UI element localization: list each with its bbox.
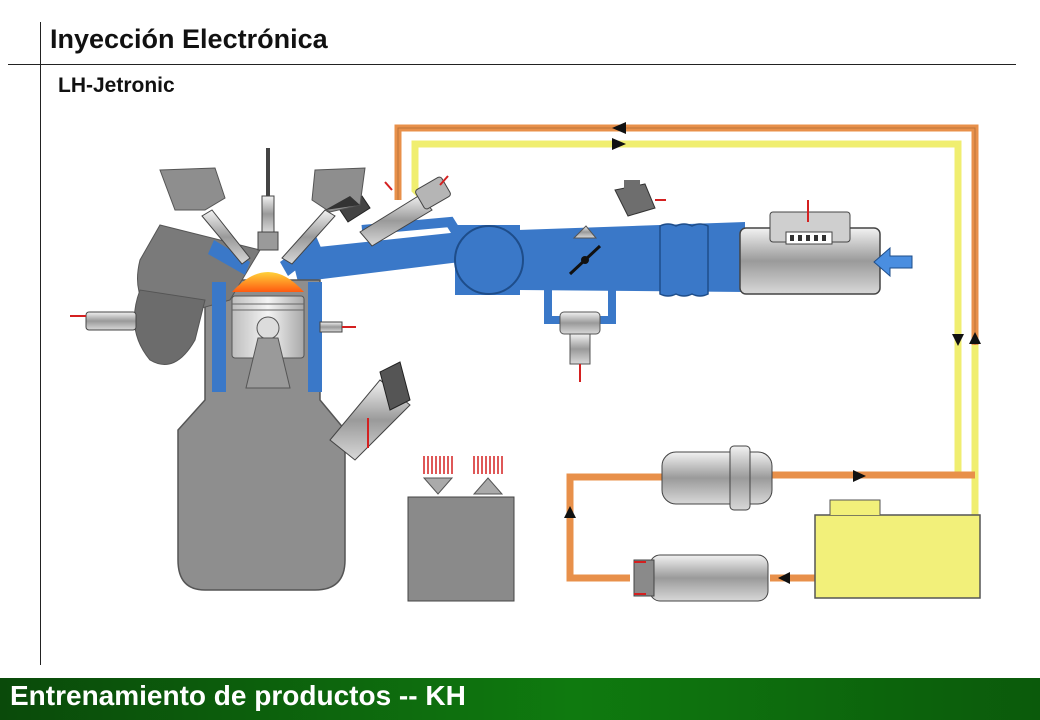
auxiliary-air-valve [559,311,601,382]
oxygen-sensor [70,311,137,331]
combustion-chamber [232,272,304,292]
flow-arrow-icon [952,334,964,346]
fuel-return-line [394,124,979,345]
exhaust-valve [201,209,251,265]
pressure-regulator [614,180,666,217]
flow-arrow-icon [612,122,626,134]
vertical-divider [40,22,41,665]
footer-bar: Entrenamiento de productos -- KH [0,678,1040,720]
throttle-valve [568,225,602,276]
header-divider [8,64,1016,65]
spark-plug-icon [257,148,279,251]
flow-arrow-icon [969,332,981,344]
air-flow-meter [739,200,881,295]
flow-arrow-icon [853,470,866,482]
temperature-sensor [319,321,356,333]
page-subtitle: LH-Jetronic [58,74,175,97]
page-title: Inyección Electrónica [50,24,328,54]
fuel-injector [359,175,451,247]
intake-manifold [290,216,745,324]
flow-arrow-icon [564,506,576,518]
footer-label: Entrenamiento de productos -- KH [10,680,466,711]
pump-to-filter-line [566,473,665,582]
electronic-control-unit [407,456,515,602]
flow-arrow-icon [778,572,790,584]
flow-arrow-icon [612,138,626,150]
fuel-filter [661,445,773,511]
fuel-pump [633,554,769,602]
air-intake-arrow-icon [873,246,913,278]
piston [231,295,305,389]
ignition-distributor [329,361,411,461]
intake-valve [281,196,360,265]
lh-jetronic-diagram [70,122,981,602]
fuel-tank [814,499,981,599]
